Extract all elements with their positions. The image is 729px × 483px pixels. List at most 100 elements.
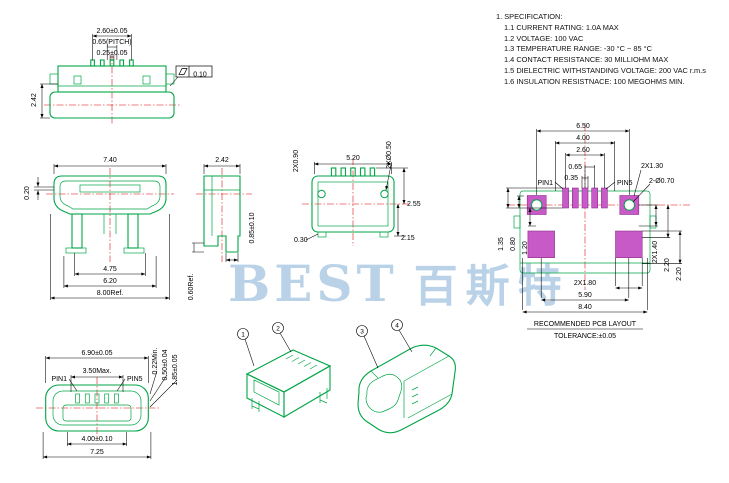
spec-item: 1.6 INSULATION RESISTNACE: 100 MEGOHMS M… <box>504 76 685 86</box>
pcb-pad-2 <box>571 187 579 209</box>
balloon-2-icon <box>272 322 284 334</box>
rear-part-outline <box>311 167 395 238</box>
dim-label: 0.25±0.05 <box>96 50 127 57</box>
pcb-footprint <box>513 187 657 274</box>
dim-label: 6.20 <box>103 278 117 285</box>
spec-item: 1.3 TEMPERATURE RANGE: -30 °C ~ 85 °C <box>504 44 652 54</box>
pcb-caption: RECOMMENDED PCB LAYOUT <box>534 321 637 328</box>
watermark-latin: BEST <box>228 254 398 313</box>
dim-label: 2X1.40 <box>652 241 659 263</box>
watermark-cjk: 百斯特 <box>413 261 570 312</box>
side-part-outline <box>203 175 241 253</box>
pcb-hole-left <box>531 199 543 211</box>
top-extension-lines <box>40 34 179 119</box>
top-part-outline <box>49 59 175 119</box>
flatness-frame <box>175 65 213 78</box>
view-rear: 5.20 2X0.90 2XØ0.50 2.55 2.15 0.30 <box>293 141 421 246</box>
dim-label: 4.00 <box>576 135 590 142</box>
dim-label: 0.65 <box>568 164 582 171</box>
dim-label: 4.75 <box>103 266 117 273</box>
rear-hole-right <box>380 189 389 199</box>
spec-item: 1.4 CONTACT RESISTANCE: 30 MILLIOHM MAX <box>504 55 669 65</box>
dim-label: 6.90±0.05 <box>81 350 112 357</box>
dim-label: 0.30 <box>294 237 308 244</box>
dim-label: 2.20 <box>664 258 671 272</box>
bottom-centerlines <box>36 377 160 438</box>
dim-label: 0.60Ref. <box>188 274 195 301</box>
dim-label: 2.60 <box>576 147 590 154</box>
bottom-part-outline <box>45 384 149 432</box>
pcb-hole-right <box>623 199 635 211</box>
balloon-4-icon <box>391 319 403 331</box>
side-centerlines <box>196 168 252 262</box>
specification-block: 1. SPECIFICATION: 1.1 CURRENT RATING: 1.… <box>496 12 706 88</box>
pcb-pad-3 <box>581 187 589 209</box>
pcb-shield-pad-left <box>527 230 555 259</box>
dim-label: 0.85±0.10 <box>249 212 256 243</box>
rear-hole-left <box>317 189 326 199</box>
balloon-1-icon <box>237 328 249 340</box>
view-front: 7.40 0.20 4.75 6.20 8.00Ref. <box>24 157 174 300</box>
dim-label: 3.50Max. <box>83 368 112 375</box>
dim-label: 5.90 <box>578 292 592 299</box>
dim-label: 2.42 <box>215 157 229 164</box>
balloon-2-number: 2 <box>276 326 280 333</box>
dim-label: 2.42 <box>31 93 38 107</box>
dim-label: 8.40 <box>578 304 592 311</box>
dim-label: 2X0.90 <box>293 150 300 172</box>
pcb-tolerance: TOLERANCE:±0.05 <box>554 333 616 340</box>
dim-label: 2XØ0.50 <box>386 141 393 169</box>
pin5-label: PIN5 <box>127 376 143 383</box>
pin5-label: PIN5 <box>617 180 633 187</box>
pin1-label: PIN1 <box>51 376 67 383</box>
balloon-3-icon <box>356 325 368 337</box>
dim-label: 2.20 <box>676 267 683 281</box>
front-centerlines <box>46 168 174 262</box>
flatness-symbol-icon <box>178 68 188 75</box>
dim-label: 2.55 <box>407 201 421 208</box>
spec-item: 1.5 DIELECTRIC WITHSTANDING VOLTAGE: 200… <box>504 65 706 75</box>
dim-label: 2.60±0.05 <box>96 28 127 35</box>
dim-label: 0.35 <box>564 175 578 182</box>
flatness-value: 0.10 <box>193 71 207 78</box>
dim-label: 2-Ø0.70 <box>649 178 674 185</box>
balloon-callouts: 1 2 3 4 <box>237 319 413 369</box>
dim-label: 1.85±0.05 <box>172 354 179 385</box>
dim-label: 0.22Min. <box>152 348 159 375</box>
front-part-outline <box>53 175 167 254</box>
balloon-1-number: 1 <box>241 332 245 339</box>
front-extension-lines <box>34 164 170 300</box>
dim-label: 0.20 <box>24 186 31 200</box>
pcb-shield-pad-right <box>615 230 643 259</box>
dim-label: 0.80 <box>510 237 517 251</box>
balloon-3-number: 3 <box>360 329 364 336</box>
dim-label: 8.00Ref. <box>97 290 124 297</box>
watermark: BEST 百斯特 <box>228 250 570 314</box>
spec-item: 1.1 CURRENT RATING: 1.0A MAX <box>504 22 619 32</box>
spec-title: 1. SPECIFICATION: <box>496 12 563 21</box>
balloon-4-number: 4 <box>395 323 399 330</box>
dim-label: 7.25 <box>90 449 104 456</box>
rear-extension-lines <box>305 162 408 241</box>
dim-label: 4.00±0.10 <box>81 436 112 443</box>
dim-label: 1.35 <box>498 237 505 251</box>
pcb-pad-4 <box>591 187 599 209</box>
side-extension-lines <box>192 164 241 262</box>
dim-label: 0.50±0.04 <box>162 349 169 380</box>
dim-label: 0.65(PITCH) <box>92 39 131 46</box>
dim-label: 2X1.80 <box>574 280 596 287</box>
view-bottom: 6.90±0.05 3.50Max. PIN1 PIN5 0.22Min. 0.… <box>36 348 179 459</box>
pcb-pad-1 <box>562 187 569 209</box>
dim-label: 7.40 <box>103 157 117 164</box>
spec-item: 1.2 VOLTAGE: 100 VAC <box>504 33 584 43</box>
rear-centerlines <box>302 158 410 246</box>
view-pcb-layout: 6.50 4.00 2.60 0.65 0.35 PIN1 PIN5 2X1.3… <box>498 123 690 340</box>
bottom-extension-lines <box>42 356 178 459</box>
view-iso-top <box>245 349 332 418</box>
pcb-extension-lines <box>506 129 682 330</box>
view-side: 2.42 0.85±0.10 0.60Ref. <box>188 157 256 300</box>
dim-label: 6.50 <box>576 123 590 130</box>
dim-label: 1.20 <box>522 241 529 255</box>
